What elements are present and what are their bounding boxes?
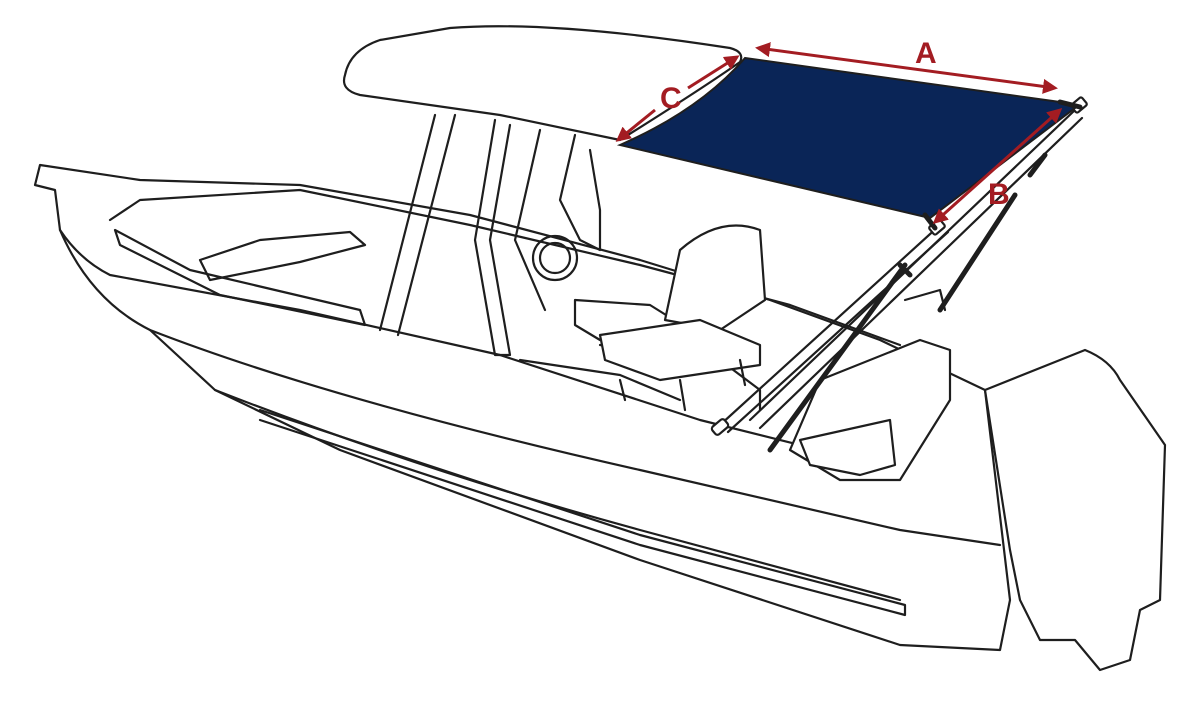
dimension-c: C	[615, 55, 740, 142]
outboard-motor	[983, 348, 1167, 672]
boat-hull	[33, 163, 1012, 652]
dimension-a: A	[755, 37, 1058, 94]
dimension-b-label: B	[988, 178, 1010, 211]
stern-seat	[788, 338, 952, 482]
t-top	[342, 25, 743, 357]
dimension-b: B	[932, 107, 1063, 225]
dimension-c-label: C	[660, 82, 682, 115]
leaning-post-seat	[598, 224, 767, 412]
dimension-a-label: A	[915, 37, 937, 70]
steering-wheel-icon	[531, 234, 579, 282]
